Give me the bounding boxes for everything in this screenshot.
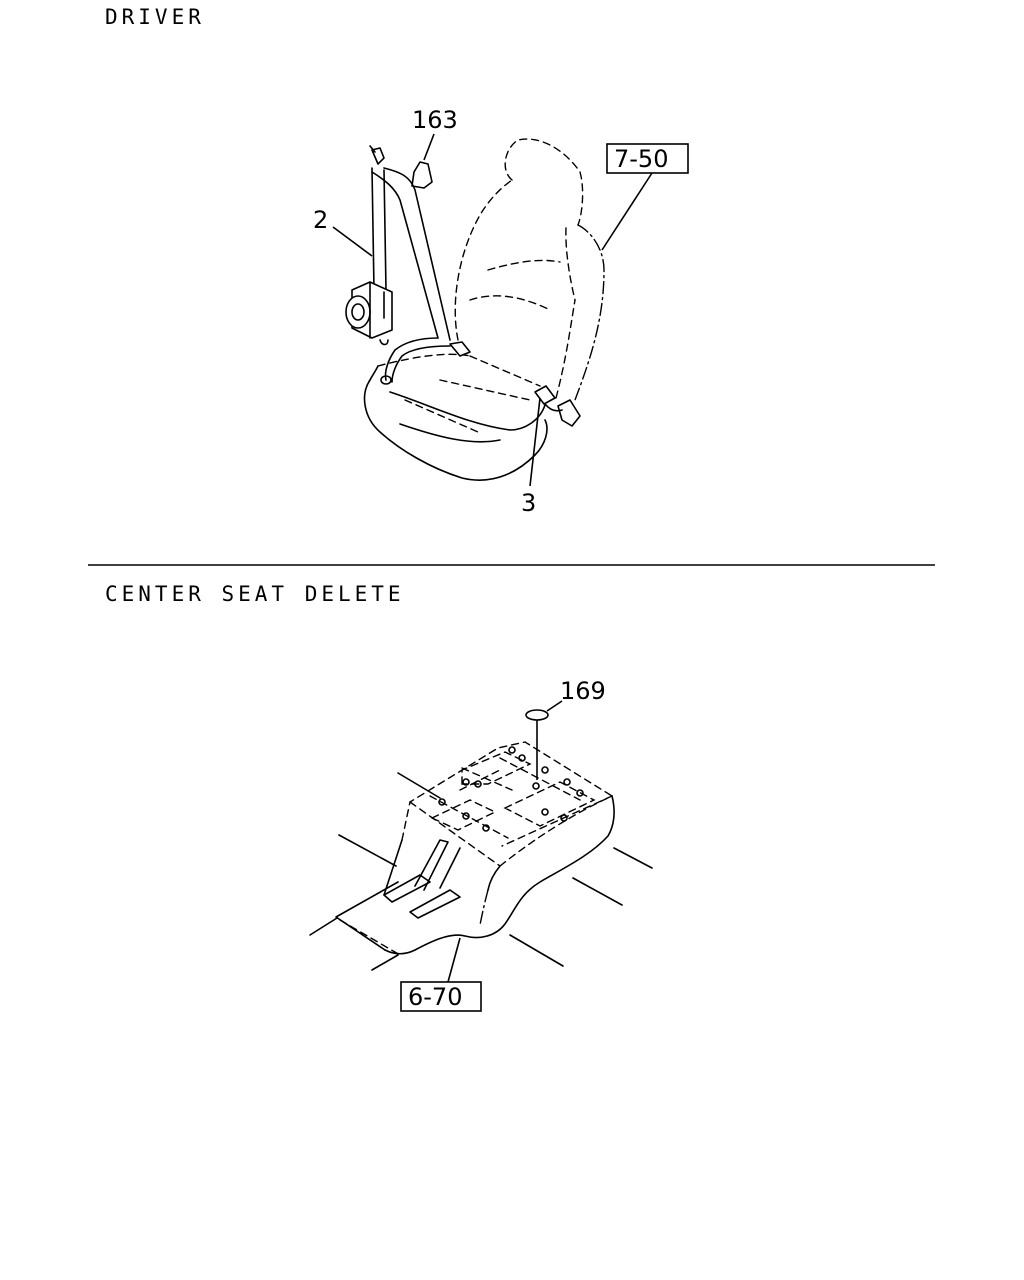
callout-169: 169 [560, 677, 606, 705]
floor-console-illustration [309, 741, 653, 971]
leader-2 [332, 226, 373, 257]
plug-part [525, 709, 549, 721]
reference-7-50: 7-50 [614, 145, 668, 173]
driver-seat-illustration [363, 138, 605, 481]
leader-163 [423, 133, 435, 161]
leader-3 [529, 397, 541, 487]
reference-box-6-70 [400, 981, 482, 1012]
reference-box-7-50 [606, 143, 689, 174]
driver-section-title: DRIVER [105, 5, 205, 29]
leader-7-50 [601, 172, 653, 251]
leader-6-70 [447, 937, 461, 983]
callout-3: 3 [521, 489, 536, 517]
seatbelt-assembly [345, 145, 471, 385]
callout-163: 163 [412, 106, 458, 134]
reference-6-70: 6-70 [408, 983, 462, 1011]
center-seat-delete-section-title: CENTER SEAT DELETE [105, 582, 405, 606]
leader-169 [546, 700, 563, 712]
callout-2: 2 [313, 206, 328, 234]
